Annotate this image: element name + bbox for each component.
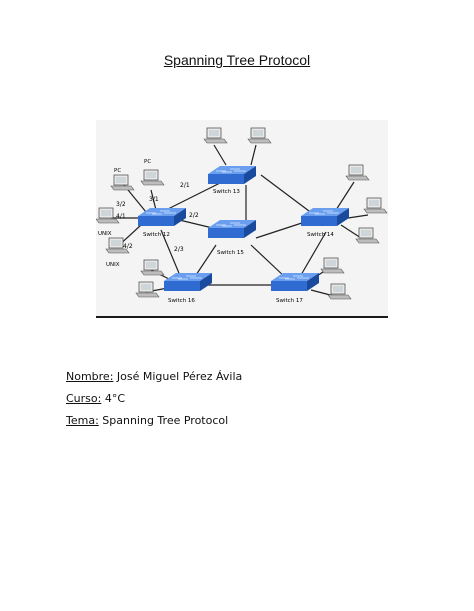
field-course: Curso: 4°C [66,392,125,405]
host-label: PC [114,168,121,174]
link-s15-s17 [250,244,287,279]
link-s15-s16 [195,244,217,276]
port-label: 3/2 [116,201,126,208]
pc-icon [110,174,135,191]
switches [137,165,350,292]
switch-label: Switch 16 [168,298,195,304]
pc-icon [140,259,165,276]
switch-17-icon [270,272,320,292]
figure-divider [96,316,388,318]
field-label: Nombre: [66,370,114,383]
links [111,144,369,297]
host-label: UNIX [98,231,112,237]
field-name: Nombre: José Miguel Pérez Ávila [66,370,242,383]
port-label: 4/1 [116,213,126,220]
field-value: José Miguel Pérez Ávila [113,370,243,383]
switch-15-icon [207,219,257,239]
host-label: UNIX [106,262,120,268]
field-label: Curso: [66,392,102,405]
field-label: Tema: [66,414,99,427]
field-value: Spanning Tree Protocol [98,414,229,427]
pc-icon [203,127,228,144]
port-label: 2/2 [189,212,199,219]
pc-icon [247,127,272,144]
switch-label: Switch 17 [276,298,303,304]
port-label: 2/3 [174,246,184,253]
port-label: 4/2 [123,243,133,250]
page-title: Spanning Tree Protocol [163,52,311,68]
link-s12-s16 [160,229,182,279]
switch-16-icon [163,272,213,292]
network-diagram: Switch 13 Switch 12 Switch 14 Switch 15 … [96,120,388,317]
field-topic: Tema: Spanning Tree Protocol [66,414,228,427]
host-label: PC [144,159,151,165]
network-diagram-svg: Switch 13 Switch 12 Switch 14 Switch 15 … [96,127,388,304]
port-label: 3/1 [149,196,159,203]
switch-13-icon [207,165,257,185]
field-value: 4°C [101,392,126,405]
pc-icon [345,164,370,181]
pc-icon [140,169,165,186]
port-label: 2/1 [180,182,190,189]
pc-icon [355,227,380,244]
pc-icon [320,257,345,274]
switch-label: Switch 13 [213,189,240,195]
switch-label: Switch 14 [307,232,334,238]
pc-icon [363,197,388,214]
switch-label: Switch 12 [143,232,170,238]
switch-label: Switch 15 [217,250,244,256]
pc-icon [327,283,352,300]
pc-icon [135,281,160,298]
link-s14-s17 [300,231,327,276]
